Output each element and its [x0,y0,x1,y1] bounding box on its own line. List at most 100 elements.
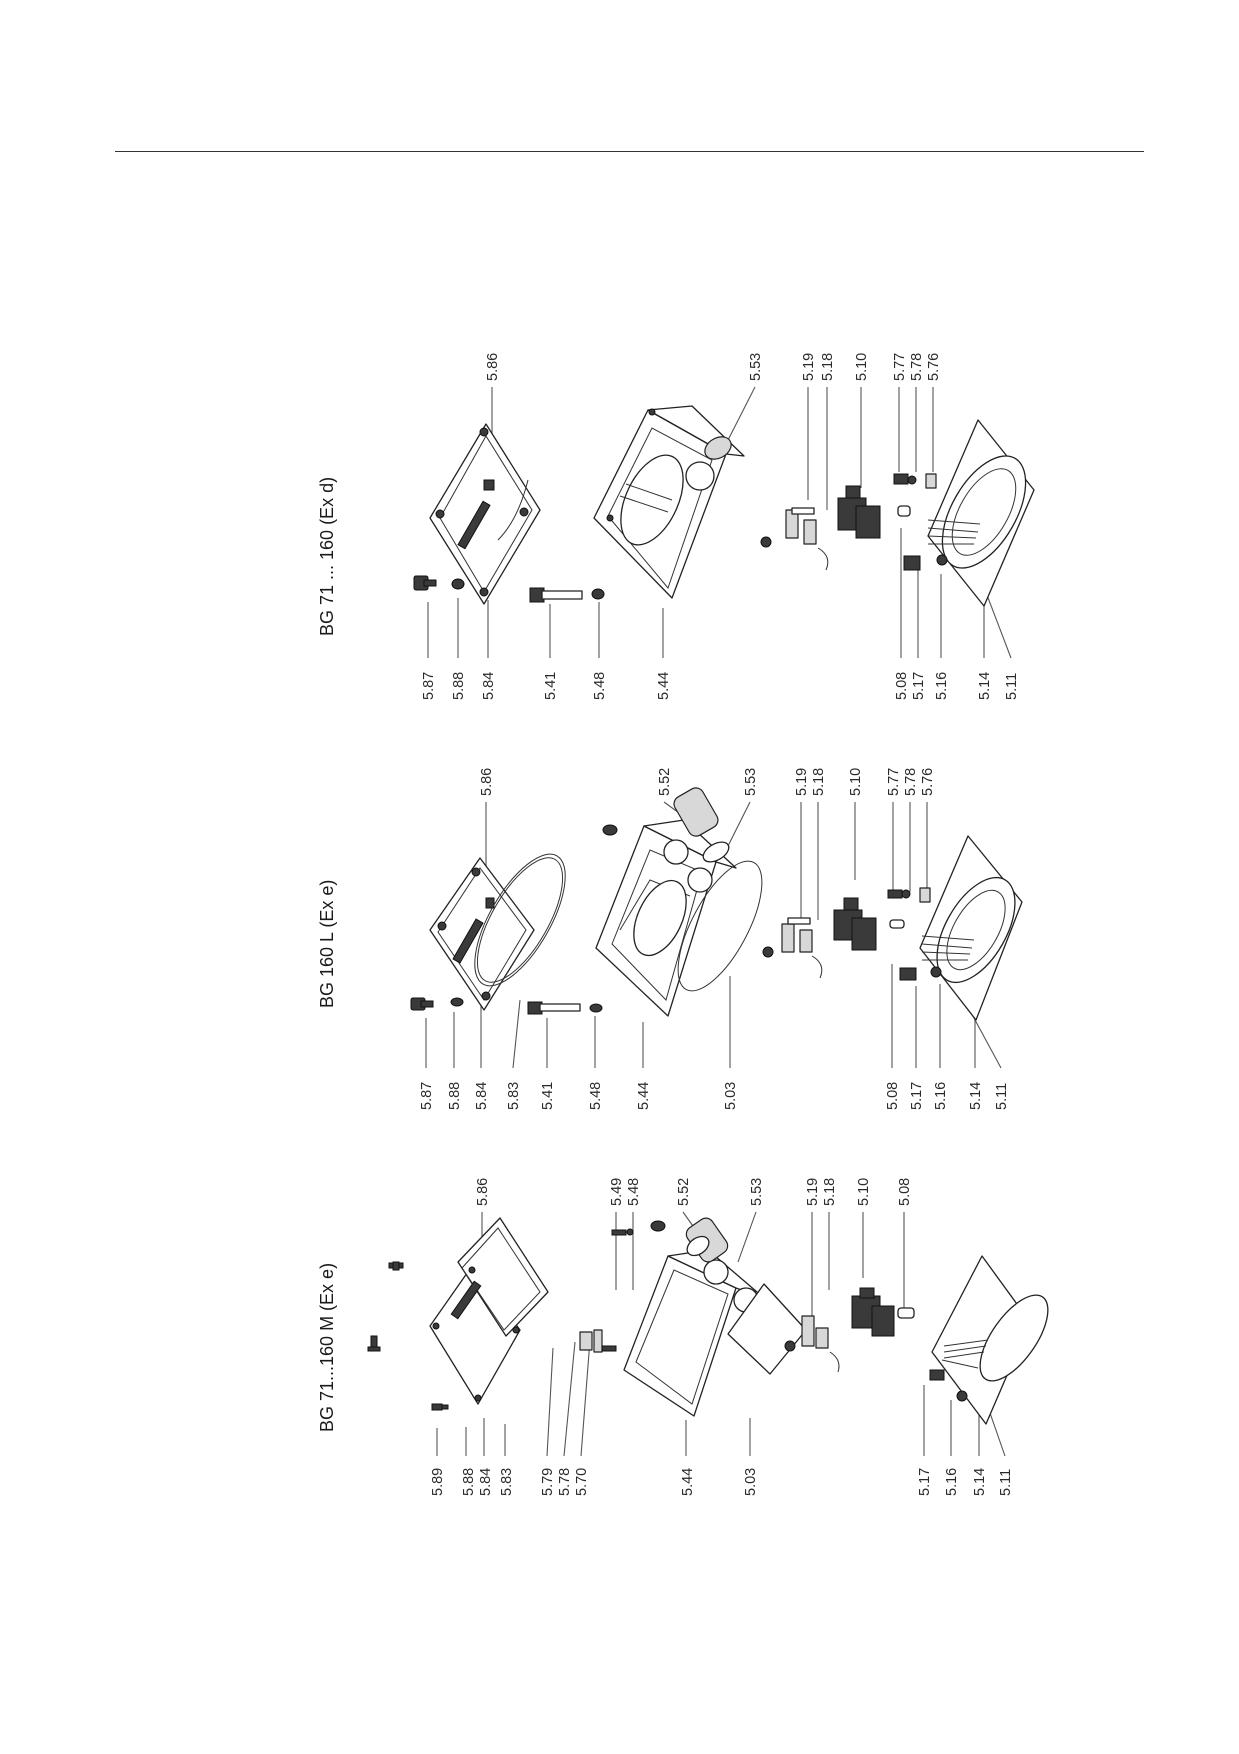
label: 5.53 [743,768,759,796]
housing-o-ring [677,860,763,992]
long-screw [529,587,583,603]
label: 5.84 [481,672,497,700]
terminal-clip [579,1329,603,1353]
variant-3-title: BG 71 ... 160 (Ex d) [317,477,337,636]
label: 5.08 [897,1178,913,1206]
label: 5.11 [994,1083,1010,1110]
label: 5.48 [592,672,608,700]
label: 5.19 [801,353,817,381]
label: 5.84 [478,1468,494,1496]
label: 5.16 [944,1468,960,1496]
label: 5.84 [474,1082,490,1110]
screw-icon [410,997,434,1011]
label: 5.08 [894,672,910,700]
label: 5.86 [475,1178,491,1206]
label: 5.10 [848,768,864,796]
label: 5.18 [820,353,836,381]
label: 5.48 [626,1178,642,1206]
label: 5.78 [909,353,925,381]
label: 5.10 [856,1178,872,1206]
label: 5.52 [657,768,673,796]
variant-2-leader-lines [425,801,1002,1069]
label: 5.78 [903,768,919,796]
variant-1-ex-e-m: BG 71...160 M (Ex e) 5.89 5.88 5.84 5.83… [317,1178,1049,1496]
screw-icon [367,1335,381,1352]
screw-icon [388,1261,404,1271]
label: 5.87 [419,1082,435,1110]
label: 5.44 [656,672,672,700]
screw-icon [413,575,437,591]
label: 5.16 [934,672,950,700]
label: 5.83 [499,1468,515,1496]
label: 5.10 [854,353,870,381]
label: 5.76 [920,768,936,796]
cable-gland [673,787,730,863]
label: 5.18 [822,1178,838,1206]
label: 5.19 [794,768,810,796]
label: 5.14 [972,1468,988,1496]
variant-3-labels-right: 5.86 5.53 5.19 5.18 5.10 5.77 5.78 5.76 [485,353,942,381]
variant-1-parts [367,1217,1049,1425]
label: 5.52 [676,1178,692,1206]
label: 5.11 [1004,673,1020,700]
label: 5.78 [557,1468,573,1496]
label: 5.86 [479,768,495,796]
cable-gland [685,1217,729,1263]
blanking-plug [704,436,732,460]
cover-plate [429,857,535,1011]
variant-3-labels-left: 5.87 5.88 5.84 5.41 5.48 5.44 5.08 5.17 … [421,672,1020,700]
variant-2-labels-right: 5.86 5.52 5.53 5.19 5.18 5.10 5.77 5.78 … [479,768,936,796]
label: 5.19 [805,1178,821,1206]
label: 5.77 [892,353,908,381]
terminal-block [762,887,931,979]
long-screw [527,1001,581,1015]
label: 5.83 [506,1082,522,1110]
label: 5.11 [998,1469,1014,1496]
label: 5.03 [743,1468,759,1496]
label: 5.03 [723,1082,739,1110]
terminal-block [784,1287,915,1373]
label: 5.48 [588,1082,604,1110]
label: 5.88 [451,672,467,700]
variant-2-ex-e-l: BG 160 L (Ex e) 5.87 5.88 5.84 5.83 5.41… [317,768,1023,1110]
label: 5.53 [748,353,764,381]
variant-2-labels-left: 5.87 5.88 5.84 5.83 5.41 5.48 5.44 5.03 … [419,1082,1010,1110]
label: 5.53 [749,1178,765,1206]
label: 5.88 [447,1082,463,1110]
terminal-block [760,473,937,571]
variant-2-parts [410,787,1023,1021]
label: 5.41 [543,672,559,700]
label: 5.49 [609,1178,625,1206]
variant-3-ex-d: BG 71 ... 160 (Ex d) 5.87 5.88 5.84 5.41… [317,353,1035,700]
label: 5.86 [485,353,501,381]
label: 5.14 [977,672,993,700]
variant-2-title: BG 160 L (Ex e) [317,880,337,1008]
label: 5.87 [421,672,437,700]
label: 5.14 [968,1082,984,1110]
label: 5.76 [926,353,942,381]
base-flange [903,419,1035,607]
variant-1-labels-left: 5.89 5.88 5.84 5.83 5.79 5.78 5.70 5.44 … [430,1468,1014,1496]
label: 5.77 [886,768,902,796]
label: 5.17 [909,1082,925,1110]
label: 5.79 [540,1468,556,1496]
base-flange [929,1255,1049,1425]
variant-1-labels-right: 5.86 5.49 5.48 5.52 5.53 5.19 5.18 5.10 … [475,1178,913,1206]
label: 5.18 [811,768,827,796]
label: 5.17 [911,672,927,700]
label: 5.70 [574,1468,590,1496]
label: 5.89 [430,1468,446,1496]
label: 5.08 [885,1082,901,1110]
base-flange [899,835,1023,1021]
variant-1-title: BG 71...160 M (Ex e) [317,1263,337,1432]
header-rule [115,151,1144,152]
label: 5.44 [680,1468,696,1496]
label: 5.41 [540,1082,556,1110]
variant-3-parts [413,405,1035,607]
label: 5.44 [636,1082,652,1110]
label: 5.88 [461,1468,477,1496]
screw-icon [431,1403,449,1411]
label: 5.17 [917,1468,933,1496]
